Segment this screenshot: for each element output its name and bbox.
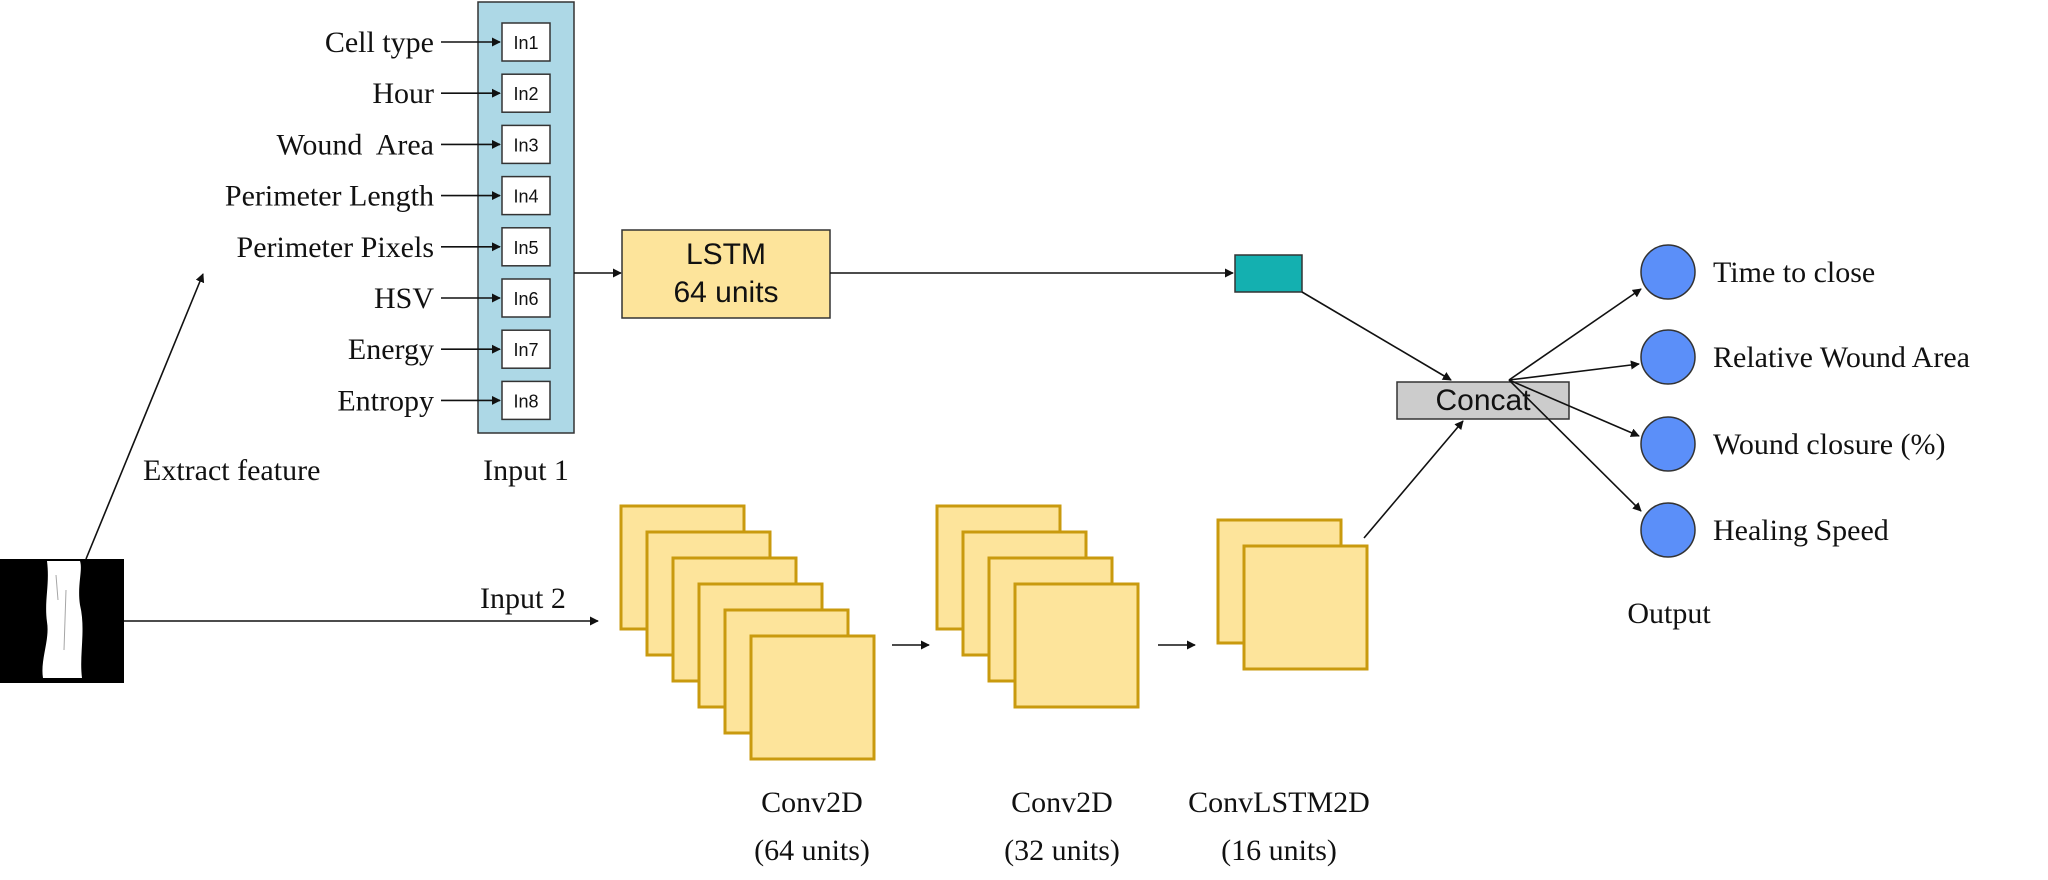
concat-to-output-arrow: [1508, 379, 1640, 437]
feature-label: Cell type: [325, 26, 434, 59]
conv2d-64-stack: [619, 504, 876, 761]
input-node-label: In5: [513, 238, 538, 258]
feature-label: Perimeter Length: [225, 180, 434, 213]
input-node-label: In8: [513, 391, 538, 411]
extract-feature-label: Extract feature: [143, 454, 320, 487]
output-label-text: Healing Speed: [1713, 514, 1889, 547]
feature-label: HSV: [374, 282, 434, 315]
input-node-label: In4: [513, 187, 538, 207]
feature-map: [1013, 582, 1140, 709]
feature-map: [1242, 544, 1369, 671]
concat-label: Concat: [1435, 384, 1531, 417]
input-node: [501, 175, 551, 216]
conv1-units: (64 units): [754, 834, 870, 867]
convlstm-name: ConvLSTM2D: [1188, 786, 1370, 819]
vector-to-concat-arrow: [1301, 291, 1452, 381]
conv2-units: (32 units): [1004, 834, 1120, 867]
convlstm-units: (16 units): [1221, 834, 1337, 867]
convlstm2d-16-stack: [1216, 518, 1369, 671]
input-node: [501, 73, 551, 113]
input1-label: Input 1: [483, 454, 569, 487]
input-node-label: In2: [513, 84, 538, 104]
extract-feature-arrow: [85, 273, 205, 560]
input-node-label: In3: [513, 135, 538, 155]
input2-label: Input 2: [480, 582, 566, 615]
output-node: [1640, 244, 1696, 300]
feature-label: Entropy: [337, 384, 434, 417]
input-node: [501, 380, 551, 421]
input-node: [501, 278, 551, 318]
input-node: [501, 22, 551, 62]
concat-to-output-arrow: [1508, 288, 1642, 381]
concat-block: [1396, 381, 1570, 420]
conv1-name: Conv2D: [761, 786, 863, 819]
input-node: [501, 124, 551, 165]
concat-to-output-arrow: [1508, 360, 1640, 381]
output-node: [1640, 416, 1696, 472]
input-node-label: In7: [513, 340, 538, 360]
wound-image: [0, 559, 124, 683]
lstm-block: [621, 229, 831, 319]
input-node: [501, 329, 551, 369]
output-label-text: Time to close: [1713, 256, 1875, 289]
lstm-title: LSTM: [686, 238, 766, 271]
output-label-text: Relative Wound Area: [1713, 341, 1970, 374]
conv2d-32-stack: [935, 504, 1140, 709]
feature-label: Perimeter Pixels: [237, 231, 434, 264]
feature-label: Hour: [372, 77, 434, 110]
output-label: Output: [1627, 597, 1711, 630]
input-node-label: In6: [513, 289, 538, 309]
lstm-units: 64 units: [673, 276, 778, 309]
feature-map: [749, 634, 876, 761]
feature-label: Wound Area: [276, 128, 434, 161]
feature-label: Energy: [348, 333, 434, 366]
output-label-text: Wound closure (%): [1713, 428, 1946, 461]
lstm-output-vector: [1234, 254, 1303, 293]
concat-to-output-arrow: [1508, 379, 1642, 512]
output-node: [1640, 502, 1696, 558]
input-node-label: In1: [513, 33, 538, 53]
input-node: [501, 227, 551, 267]
conv2-name: Conv2D: [1011, 786, 1113, 819]
output-node: [1640, 329, 1696, 385]
convlstm-to-concat-arrow: [1363, 420, 1464, 539]
